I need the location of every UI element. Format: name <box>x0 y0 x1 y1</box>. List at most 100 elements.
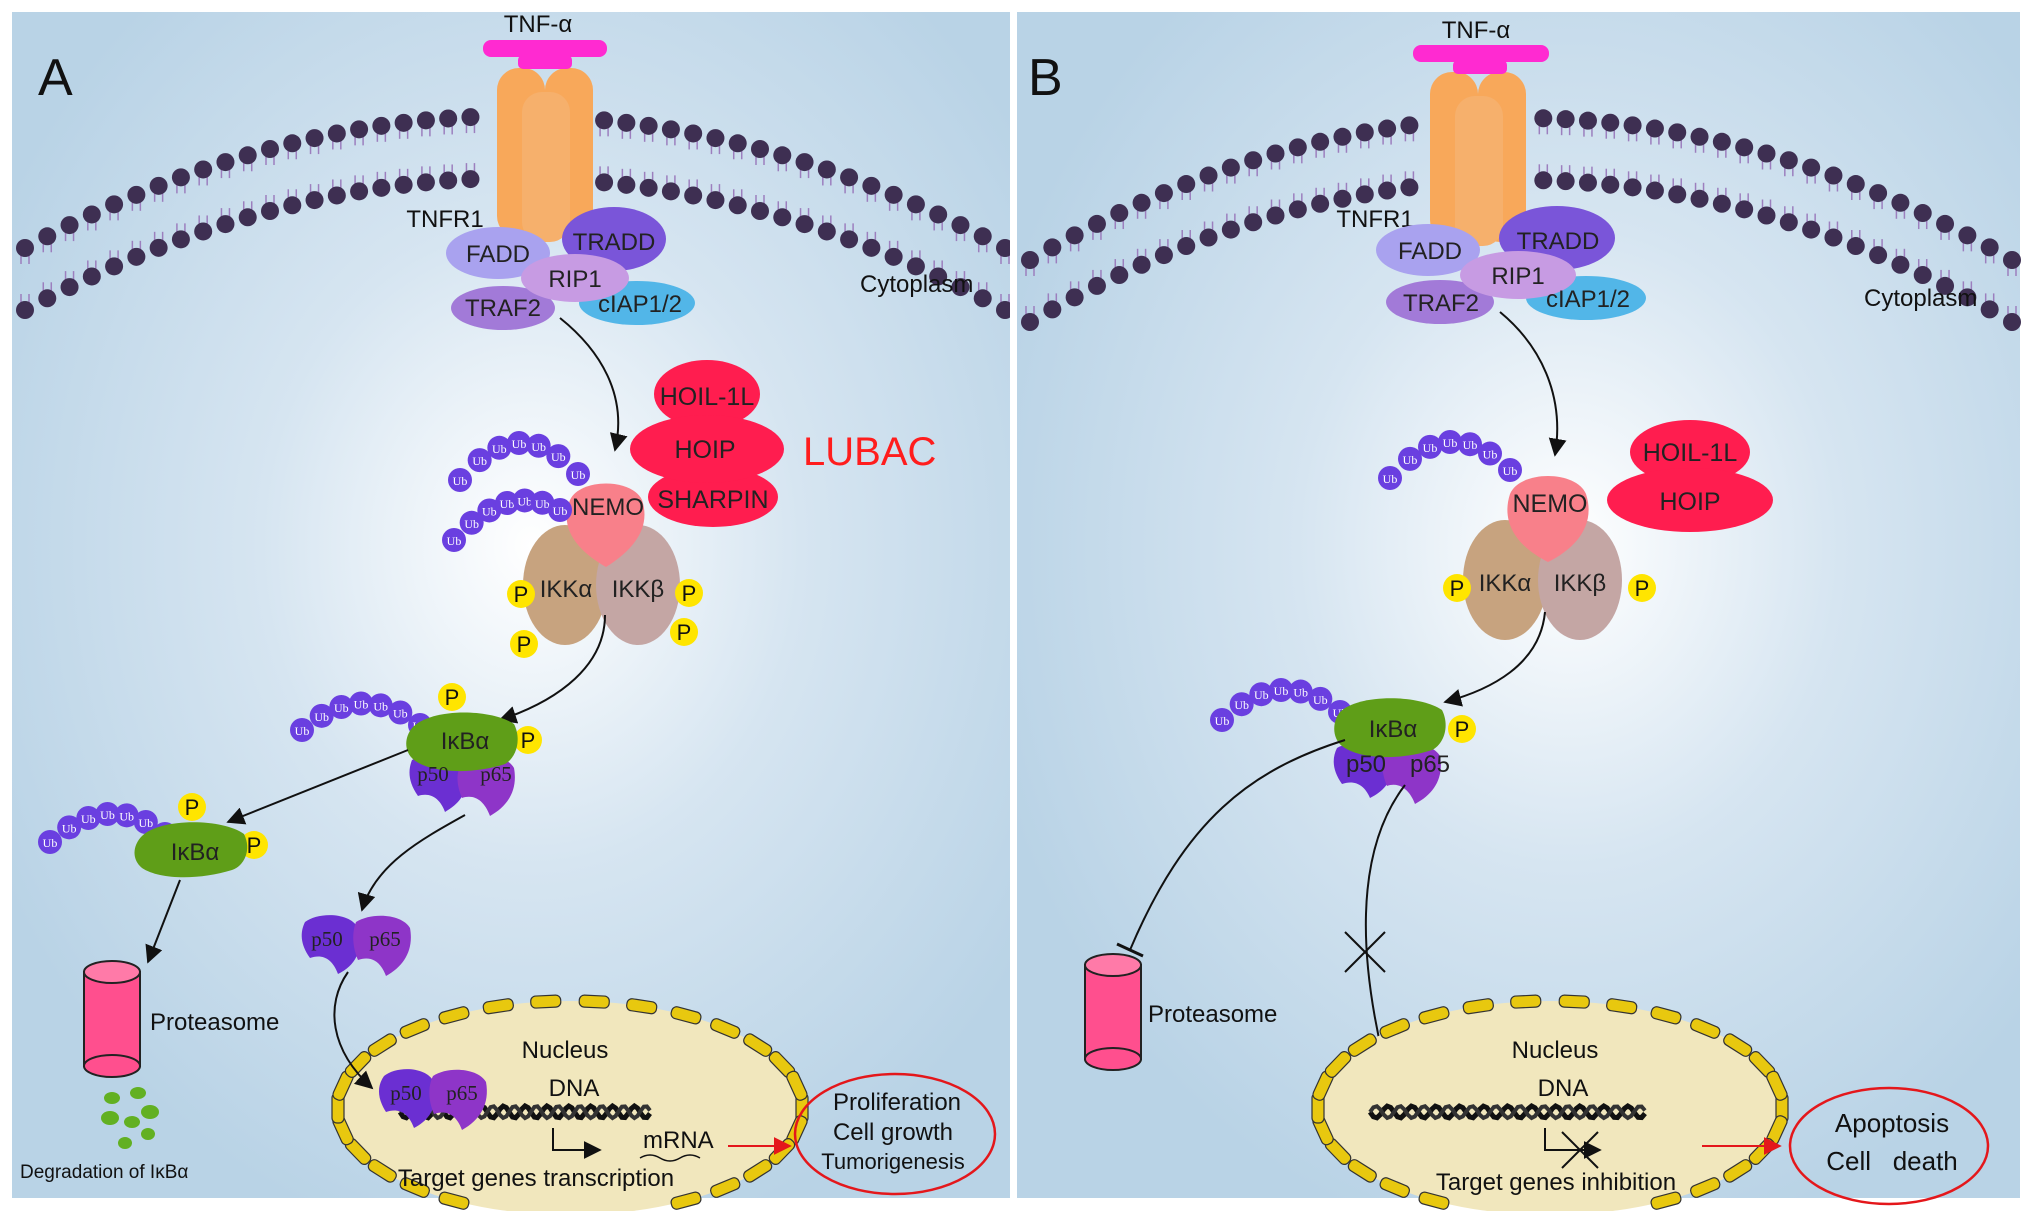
tradd-label: TRADD <box>1517 228 1600 255</box>
ubiquitin-label: Ub <box>314 710 329 724</box>
inhibition-bar <box>1116 942 1144 958</box>
ubiquitin-label: Ub <box>393 707 408 721</box>
nuclear-import-arrow <box>333 971 374 1090</box>
lipid-head <box>795 153 814 172</box>
ubiquitin-label: Ub <box>482 504 497 518</box>
lipid-head <box>1199 228 1218 247</box>
nfkb-release-arrow <box>357 814 466 912</box>
nuclear-pore <box>786 1070 808 1101</box>
ubiquitin <box>495 491 519 515</box>
ubiquitin-label: Ub <box>1234 698 1249 712</box>
nuclear-pore <box>1690 1018 1721 1039</box>
free-p50-label: p50 <box>311 927 343 951</box>
phosphate <box>240 831 268 859</box>
ubiquitin-label: Ub <box>100 808 115 822</box>
phosphate <box>670 618 698 646</box>
nuclear-p50 <box>378 1069 436 1128</box>
lipid-head <box>617 175 636 194</box>
lipid-head <box>461 108 480 127</box>
ubiquitin-label: Ub <box>472 454 487 468</box>
nuclear-pore <box>438 1191 470 1210</box>
tnf-alpha-ligand <box>1413 45 1549 62</box>
ubiquitin-label: Ub <box>81 812 96 826</box>
lipid-head <box>1556 110 1575 129</box>
lipid-head <box>1110 204 1129 223</box>
hoip <box>1607 468 1773 532</box>
lipid-head <box>372 178 391 197</box>
dna-label: DNA <box>549 1075 600 1102</box>
ubiquitin <box>1418 434 1442 459</box>
nuclear-pore <box>670 1006 702 1025</box>
nuclear-pore <box>1650 1006 1682 1025</box>
lipid-head <box>305 191 324 210</box>
nuclear-pore <box>743 1159 773 1183</box>
nuclear-pore <box>1462 998 1494 1015</box>
ubiquitin-label: Ub <box>119 809 134 823</box>
ubiquitin-label: Ub <box>1274 684 1289 698</box>
lipid-head <box>1824 166 1843 185</box>
ubiquitin <box>448 468 472 492</box>
ubiquitin <box>1398 446 1422 471</box>
tradd-label: TRADD <box>573 229 656 256</box>
lipid-head <box>906 195 925 214</box>
lipid-head <box>817 160 836 179</box>
lipid-head <box>1288 138 1307 157</box>
hoip-label: HOIP <box>674 436 735 464</box>
nuclear-pore <box>1650 1191 1682 1210</box>
phosphate <box>1443 574 1471 602</box>
ubiquitin-label: Ub <box>464 517 479 531</box>
lipid-head <box>1958 226 1977 245</box>
lipid-head <box>1266 206 1285 225</box>
ubiquitin-label: Ub <box>1215 714 1230 728</box>
ciap1-2-label: cIAP1/2 <box>598 291 682 318</box>
ubiquitin-label: Ub <box>1293 686 1308 700</box>
ubiquitin-label: Ub <box>535 497 550 511</box>
ubiquitin <box>290 718 314 742</box>
hoil-1l-label: HOIL-1L <box>1643 439 1738 467</box>
phosphate-label: P <box>682 581 697 606</box>
lipid-head <box>773 208 792 227</box>
lipid-head <box>595 111 614 130</box>
tnf-alpha-ligand <box>483 40 607 57</box>
free-ikba <box>134 822 248 878</box>
lipid-head <box>1690 127 1709 146</box>
lipid-head <box>1891 255 1910 274</box>
lipid-head <box>840 230 859 249</box>
ubiquitin-label: Ub <box>1254 688 1269 702</box>
nemo <box>1507 476 1589 562</box>
hoip-label: HOIP <box>1659 488 1720 516</box>
lipid-head <box>1824 228 1843 247</box>
fadd <box>446 227 550 279</box>
lipid-head <box>1869 246 1888 265</box>
lipid-head <box>1936 214 1955 233</box>
nuclear-pore <box>743 1033 773 1057</box>
traf2 <box>1386 280 1494 324</box>
lipid-head <box>929 205 948 224</box>
ubiquitin <box>442 528 466 552</box>
nuclear-pore <box>626 998 658 1015</box>
ubiquitin-label: Ub <box>453 474 468 488</box>
dna-label: DNA <box>1538 1075 1589 1102</box>
lipid-head <box>728 134 747 153</box>
release-arrow <box>226 749 409 825</box>
ubiquitin-label: Ub <box>373 699 388 713</box>
lipid-head <box>216 215 235 234</box>
tnfr1-label: TNFR1 <box>406 206 483 233</box>
lipid-head <box>884 185 903 204</box>
cell-membrane <box>1021 109 2021 331</box>
ubiquitin <box>57 815 82 840</box>
nuclear-pore <box>1606 998 1638 1015</box>
lipid-head <box>1043 238 1062 257</box>
lipid-head <box>973 289 992 308</box>
lipid-head <box>327 124 346 143</box>
outcome-oval <box>1788 1086 1990 1206</box>
lipid-head <box>1043 300 1062 319</box>
nuclear-pore <box>1324 1050 1352 1078</box>
nemo-label: NEMO <box>1513 490 1588 518</box>
nuclear-p65-label: p65 <box>446 1081 478 1105</box>
inhibition-cross <box>1561 1131 1599 1169</box>
ubiquitin-label: Ub <box>517 494 532 508</box>
lipid-head <box>617 113 636 132</box>
free-p65 <box>353 915 411 976</box>
